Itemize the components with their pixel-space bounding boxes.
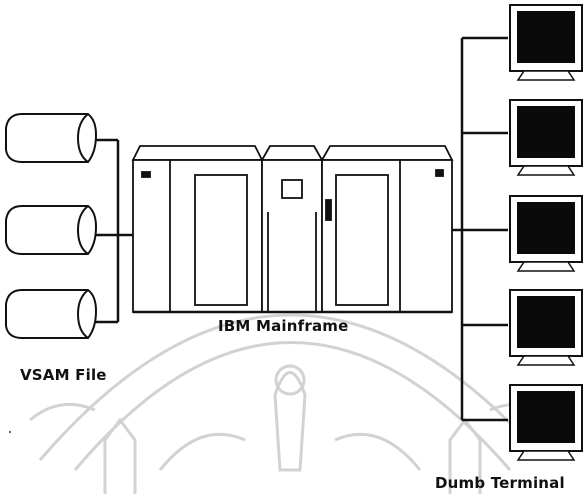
monitor-icon — [510, 290, 582, 365]
vsam-file-icon — [6, 206, 96, 254]
vsam-file-icon — [6, 114, 96, 162]
monitor-icon — [510, 196, 582, 271]
mainframe-label: IBM Mainframe — [218, 317, 348, 335]
dumb-terminal-label: Dumb Terminal — [435, 474, 565, 492]
monitor-icon — [510, 385, 582, 460]
vsam-file-label: VSAM File — [20, 366, 107, 384]
speck-mark — [9, 431, 11, 433]
mainframe-icon — [133, 146, 452, 312]
monitor-icon — [510, 100, 582, 175]
vsam-file-icon — [6, 290, 96, 338]
watermark-seal — [30, 315, 555, 494]
monitor-icon — [510, 5, 582, 80]
